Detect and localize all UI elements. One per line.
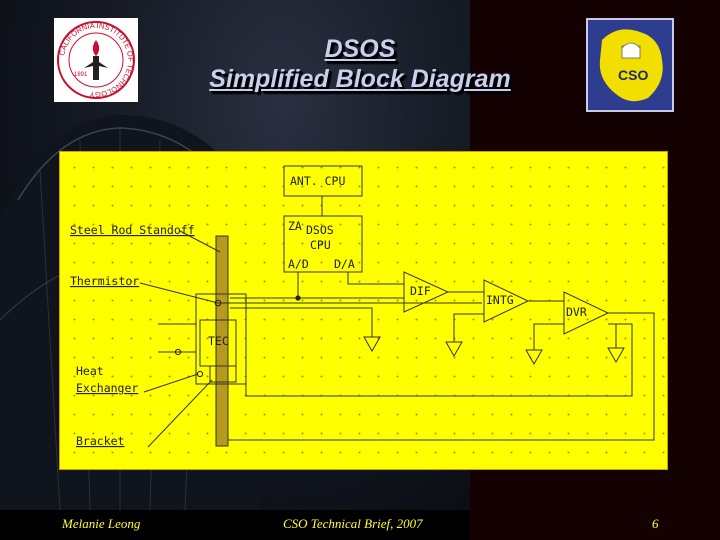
text-cpu: CPU <box>310 238 331 252</box>
text-dsos: DSOS <box>306 223 334 237</box>
cso-logo-icon: CSO <box>599 29 663 102</box>
text-ad: A/D <box>288 257 309 271</box>
text-za: ZA <box>288 219 302 233</box>
footer-author: Melanie Leong <box>62 516 141 531</box>
text-tec: TEC <box>208 334 229 348</box>
dsos-cpu-block <box>283 215 363 273</box>
label-exchanger: Exchanger <box>76 381 138 395</box>
text-dvr: DVR <box>566 305 587 319</box>
cso-logo: CSO <box>586 18 674 112</box>
slide-title: DSOS Simplified Block Diagram <box>150 34 570 94</box>
label-heat: Heat <box>76 364 104 378</box>
caltech-logo: CALIFORNIA INSTITUTE OF TECHNOLOGY 1891 <box>54 18 138 102</box>
label-bracket: Bracket <box>76 434 124 448</box>
label-steel-rod-standoff: Steel Rod Standoff <box>70 223 195 237</box>
footer-event: CSO Technical Brief, 2007 <box>283 516 423 531</box>
heat-exchanger <box>195 293 247 385</box>
label-thermistor: Thermistor <box>70 274 139 288</box>
caltech-seal-icon: CALIFORNIA INSTITUTE OF TECHNOLOGY 1891 <box>57 21 135 99</box>
block-diagram: Steel Rod Standoff Thermistor Heat Excha… <box>59 151 668 470</box>
text-dif: DIF <box>410 284 431 298</box>
text-intg: INTG <box>486 293 514 307</box>
steel-rod <box>215 235 229 447</box>
intg-amplifier <box>483 279 530 323</box>
svg-text:CSO: CSO <box>618 67 648 83</box>
text-da: D/A <box>334 257 355 271</box>
page-number: 6 <box>652 516 659 531</box>
dif-amplifier <box>403 271 450 313</box>
dvr-amplifier <box>563 291 610 335</box>
svg-text:1891: 1891 <box>74 72 88 78</box>
ant-cpu-block <box>283 165 363 197</box>
text-ant-cpu: ANT. CPU <box>290 174 345 188</box>
title-line-2: Simplified Block Diagram <box>209 65 511 93</box>
title-line-1: DSOS <box>324 35 396 63</box>
